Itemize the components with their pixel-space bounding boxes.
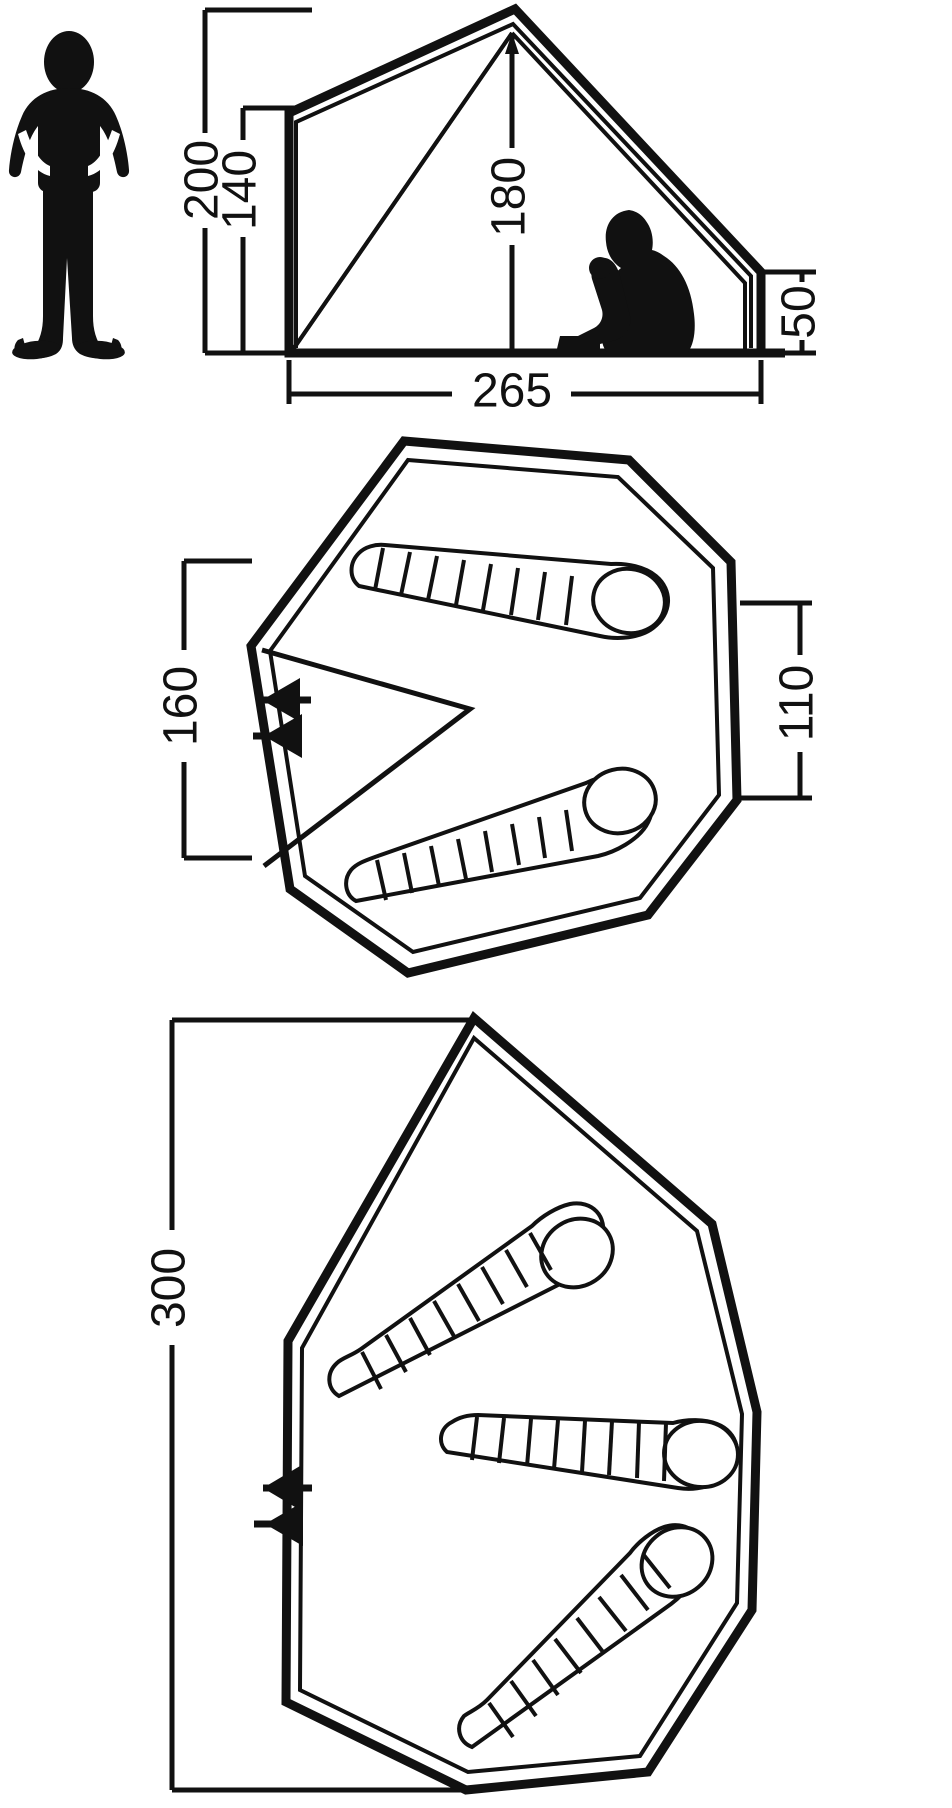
standing-person-silhouette: [8, 31, 130, 360]
plan3-sleeping-bag-2: [439, 1412, 740, 1491]
plan3-outer-octagon: [281, 1011, 762, 1795]
tent-inner-line: [294, 21, 753, 348]
dimension-265-side-label: 265: [472, 365, 552, 418]
dimension-300: [169, 1017, 475, 1793]
plan2-sleeping-bag-1: [349, 542, 670, 640]
seated-person-silhouette: [556, 210, 695, 353]
dimension-110-label: 110: [771, 665, 824, 742]
dimension-200-label: 200: [176, 140, 229, 220]
plan3-inner-octagon: [297, 1034, 745, 1775]
dimension-140-label: 140: [214, 150, 267, 230]
dimension-160-label: 160: [155, 666, 208, 746]
tent-panel-lines: [290, 31, 747, 353]
dimension-300-label: 300: [143, 1248, 196, 1328]
plan2-sleeping-bag-2: [344, 766, 658, 904]
dimension-160: [181, 558, 252, 861]
plan2-door-arrows: [253, 678, 311, 758]
view-side-elevation: 200 140 180: [8, 3, 826, 418]
dimension-180: [505, 33, 519, 353]
view-floor-plan-2-person: 160 110: [155, 436, 824, 978]
plan3-door-arrows: [254, 1466, 312, 1546]
view-floor-plan-3-person: 300: [143, 1011, 762, 1795]
dimension-50-label: 50: [773, 285, 826, 338]
plan3-sleeping-bag-3: [457, 1523, 715, 1750]
dimension-180-label: 180: [483, 157, 536, 237]
dimension-265-side: [286, 360, 764, 404]
plan2-vestibule-divider: [261, 647, 476, 868]
plan2-outer-octagon: [246, 436, 742, 978]
plan3-sleeping-bag-1: [327, 1201, 615, 1399]
dimension-110: [740, 600, 812, 801]
dimension-50: [761, 269, 816, 356]
